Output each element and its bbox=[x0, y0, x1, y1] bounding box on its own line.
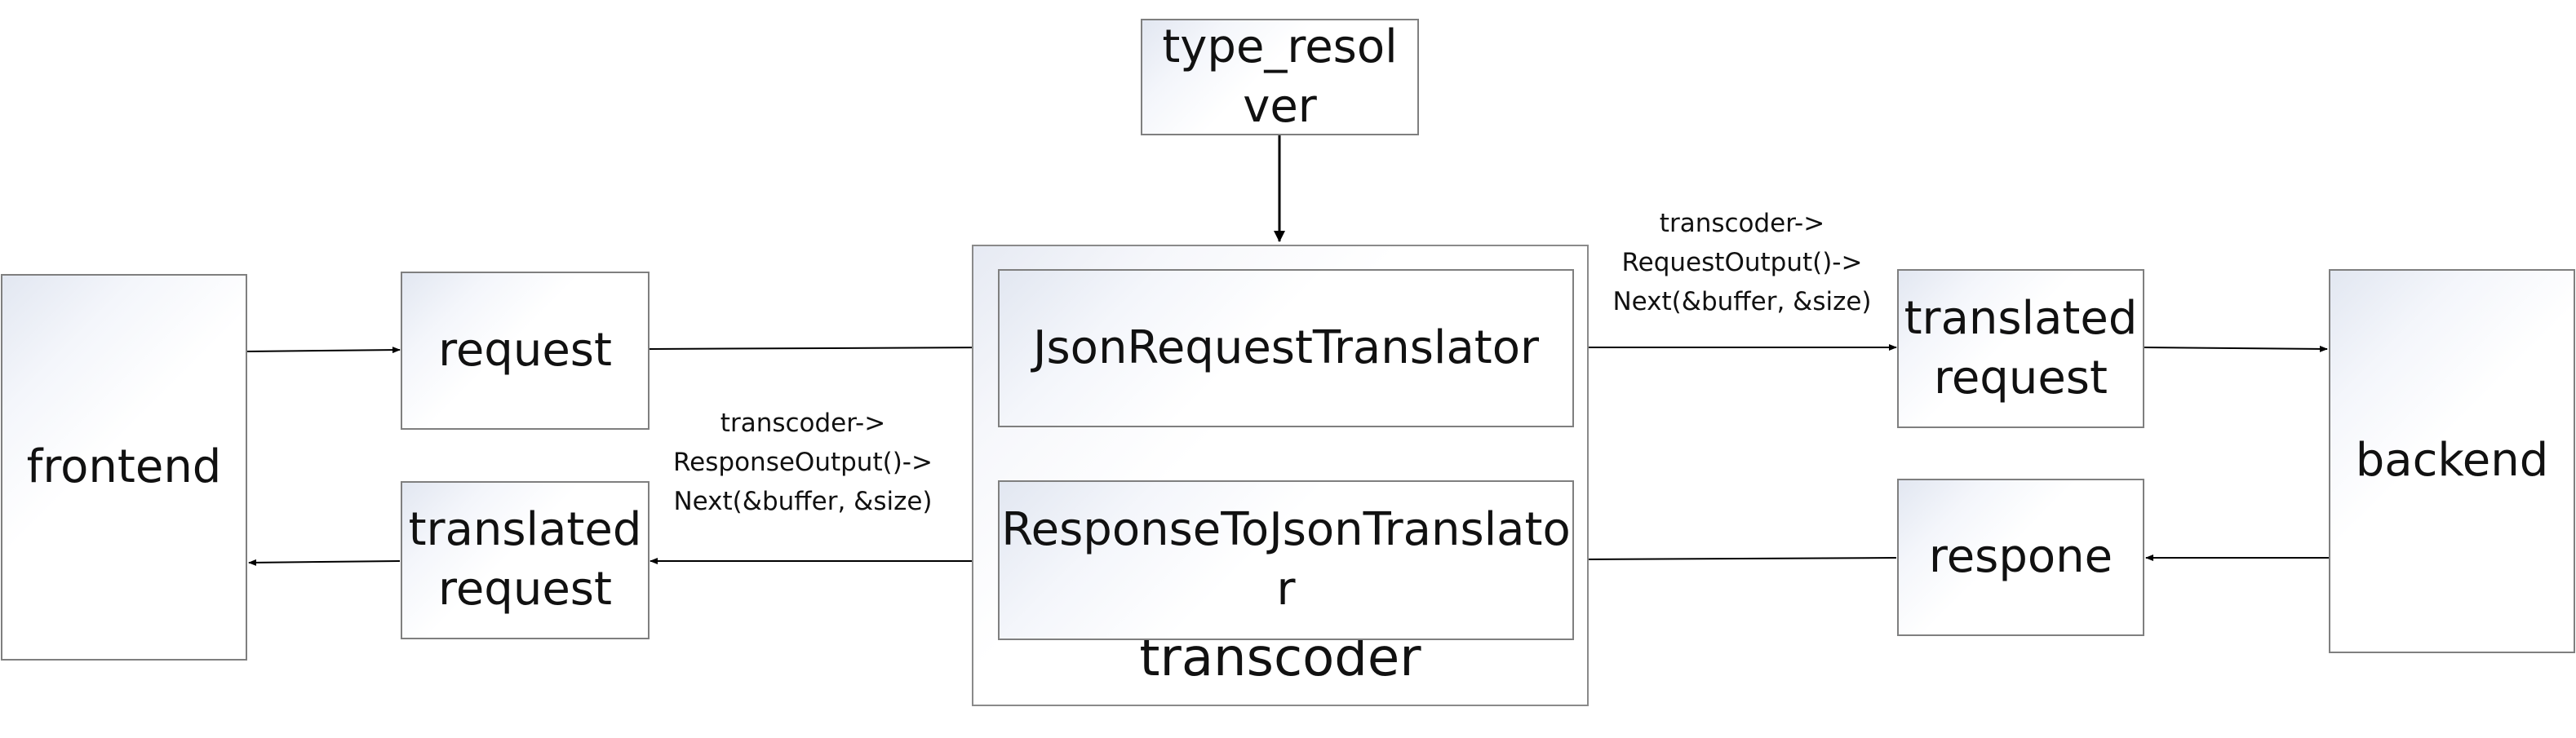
edge-label-response-output: transcoder-> ResponseOutput()-> Next(&bu… bbox=[673, 409, 933, 517]
node-respone-label: respone bbox=[1928, 530, 2113, 584]
node-type-resolver: type_resolver bbox=[1141, 19, 1419, 135]
edge-request-to-json-request-translator bbox=[648, 344, 998, 351]
node-json-request-translator-label: JsonRequestTranslator bbox=[1032, 320, 1540, 374]
node-json-request-translator: JsonRequestTranslator bbox=[998, 269, 1574, 427]
node-response-to-json-translator-label: ResponseToJsonTranslator bbox=[1001, 503, 1571, 616]
node-request: request bbox=[401, 272, 650, 430]
node-response-to-json-translator: ResponseToJsonTranslator bbox=[998, 480, 1574, 640]
edge-translated-request-to-backend bbox=[2143, 345, 2328, 352]
edge-label-request-output: transcoder-> RequestOutput()-> Next(&buf… bbox=[1612, 209, 1872, 317]
node-type-resolver-label: type_resolver bbox=[1162, 20, 1398, 133]
node-backend: backend bbox=[2329, 269, 2575, 653]
node-translated-request-left: translated request bbox=[401, 481, 650, 639]
node-backend-label: backend bbox=[2355, 434, 2549, 488]
node-translated-request-right-label: translated request bbox=[1904, 291, 2138, 404]
edge-respone-to-response-to-json-translator bbox=[1575, 555, 1897, 563]
node-respone: respone bbox=[1897, 479, 2144, 636]
node-frontend-label: frontend bbox=[26, 440, 222, 493]
node-frontend: frontend bbox=[1, 274, 247, 661]
node-translated-request-left-label: translated request bbox=[408, 503, 642, 616]
node-translated-request-right: translated request bbox=[1897, 269, 2144, 428]
node-request-label: request bbox=[438, 323, 612, 377]
edge-frontend-to-request bbox=[246, 347, 401, 354]
edge-translated-request-to-frontend bbox=[248, 559, 401, 566]
